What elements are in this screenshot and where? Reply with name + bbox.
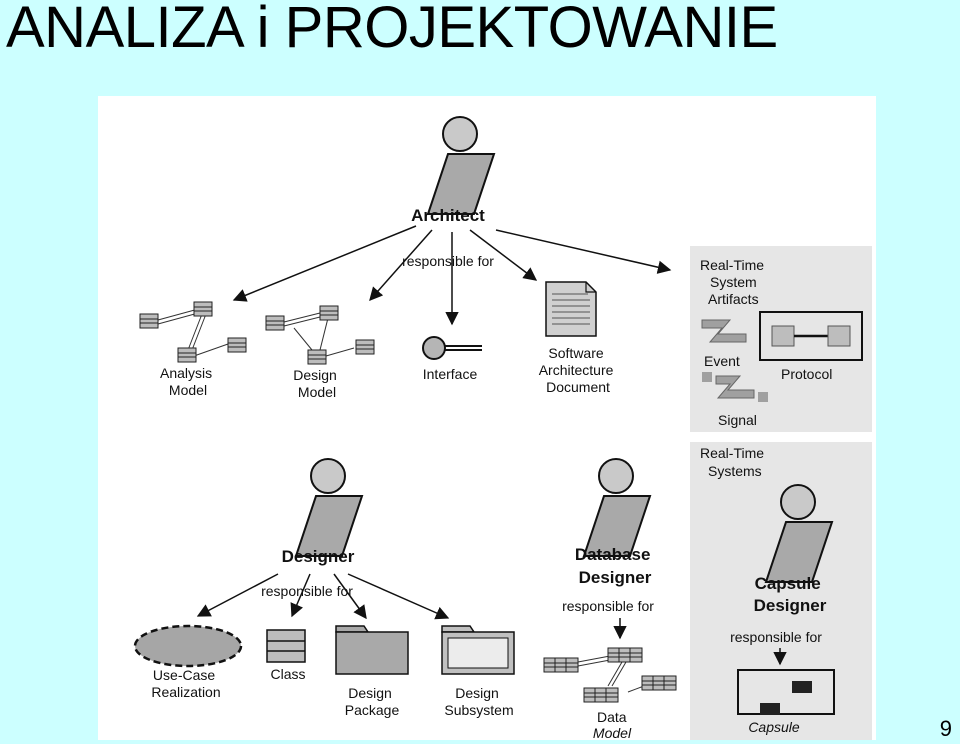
use-case-realization-icon [133,624,243,668]
database-designer-actor [583,458,651,557]
interface-icon [422,336,482,360]
database-designer-responsible-label: responsible for [562,598,654,614]
event-icon [701,319,747,343]
arrow-to-realtime-artifacts [495,229,672,274]
architect-person-icon [427,116,495,215]
designer-person-icon [295,458,363,557]
protocol-label: Protocol [781,366,832,382]
document-icon [545,281,597,337]
arrow-to-analysis-model [232,225,417,302]
slide-title: ANALIZA i PROJEKTOWANIE [6,0,778,60]
arrow-to-sad [469,229,538,281]
signal-icon [702,372,768,402]
architect-label: Architect [411,206,485,225]
designer-label: Designer [282,547,355,566]
architect-arrows [232,225,672,326]
database-designer-label: Database Designer [575,545,655,587]
realtime-systems-panel: Real-Time Systems Capsule Designer respo… [690,442,872,740]
signal-label: Signal [718,412,757,428]
data-model-label: Data Model [593,709,632,740]
analysis-model-icon [139,301,247,363]
page-number: 9 [939,716,952,741]
designer-arrows [196,573,450,620]
use-case-realization-label: Use-Case Realization [151,667,220,700]
designer-responsible-label: responsible for [261,583,353,599]
capsule-icon [737,669,835,715]
interface-label: Interface [423,366,478,382]
class-icon [266,629,306,663]
data-model-icon [543,647,677,703]
design-subsystem-icon [441,625,515,675]
realtime-artifacts-panel: Real-Time System Artifacts Event Signal … [690,246,872,432]
architect-responsible-label: responsible for [402,253,494,269]
class-label: Class [270,666,305,682]
capsule-designer-label: Capsule Designer [754,574,827,615]
design-model-label: Design Model [293,367,340,400]
database-designer-person-icon [583,458,651,557]
design-subsystem-label: Design Subsystem [444,685,513,718]
analysis-model-label: Analysis Model [160,365,216,398]
arrow-to-design-model [369,229,433,302]
roles-diagram: Architect responsible for Analysis Model [98,96,876,740]
architect-actor [427,116,495,215]
capsule-label: Capsule [748,719,800,735]
event-label: Event [704,353,740,369]
protocol-icon [759,311,863,361]
sad-label: Software Architecture Document [539,345,618,395]
realtime-artifacts-title: Real-Time System Artifacts [700,257,768,307]
design-package-icon [335,625,409,675]
design-package-label: Design Package [345,685,400,718]
realtime-systems-title: Real-Time Systems [700,445,768,479]
design-model-icon [265,305,375,365]
designer-actor [295,458,363,557]
capsule-designer-responsible-label: responsible for [730,629,822,645]
